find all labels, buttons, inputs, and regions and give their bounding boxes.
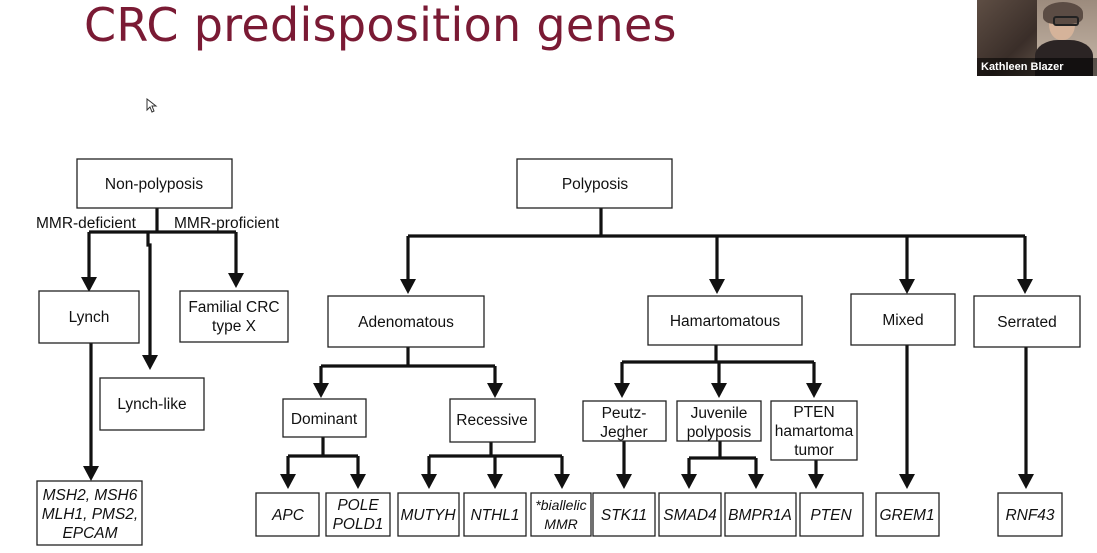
node-polyposis: Polyposis [516,158,673,209]
node-mixed: Mixed [850,293,956,346]
svg-text:Lynch-like: Lynch-like [117,396,186,413]
mouse-pointer-icon [146,98,158,113]
node-familial-crc-type-x: Familial CRC type X [179,290,289,343]
svg-text:Peutz-: Peutz- [602,405,647,422]
node-peutz-jegher: Peutz- Jegher [582,400,667,442]
gene-bmpr1a: BMPR1A [724,492,797,537]
svg-text:RNF43: RNF43 [1005,507,1054,524]
svg-text:PTEN: PTEN [810,507,852,524]
svg-text:type X: type X [212,318,257,335]
gene-pole-pold1: POLE POLD1 [325,492,391,537]
node-hamartomatous: Hamartomatous [647,295,803,346]
node-lynch-genes: MSH2, MSH6 MLH1, PMS2, EPCAM [36,480,143,546]
label-mmr-deficient: MMR-deficient [36,215,137,232]
svg-text:Lynch: Lynch [69,309,110,326]
node-dominant: Dominant [282,398,367,438]
svg-text:Recessive: Recessive [456,412,528,429]
svg-text:Adenomatous: Adenomatous [358,314,454,331]
participant-video-tile[interactable]: Kathleen Blazer [977,0,1097,76]
svg-text:NTHL1: NTHL1 [470,507,519,524]
svg-text:Hamartomatous: Hamartomatous [670,313,781,330]
svg-text:STK11: STK11 [601,507,647,524]
node-lynch-like: Lynch-like [99,377,205,431]
svg-text:hamartoma: hamartoma [775,423,854,440]
svg-text:MLH1, PMS2,: MLH1, PMS2, [42,506,138,523]
gene-pten: PTEN [799,492,864,537]
participant-glasses [1053,16,1079,26]
node-juvenile-polyposis: Juvenile polyposis [676,400,762,442]
svg-text:PTEN: PTEN [793,404,834,421]
label-mmr-proficient: MMR-proficient [174,215,280,232]
svg-text:tumor: tumor [794,442,834,459]
node-non-polyposis: Non-polyposis [76,158,233,209]
node-serrated: Serrated [973,295,1081,348]
svg-text:Polyposis: Polyposis [562,176,629,193]
svg-text:POLE: POLE [337,497,379,514]
node-lynch: Lynch [38,290,140,344]
node-pten-hamartoma-tumor: PTEN hamartoma tumor [770,400,858,461]
svg-text:Jegher: Jegher [600,424,647,441]
gene-mutyh: MUTYH [397,492,460,537]
svg-text:Serrated: Serrated [997,314,1056,331]
svg-text:GREM1: GREM1 [879,507,934,524]
slide-title: CRC predisposition genes [84,0,677,52]
participant-name: Kathleen Blazer [977,58,1097,76]
svg-text:MMR: MMR [544,516,577,532]
svg-text:Non-polyposis: Non-polyposis [105,176,203,193]
gene-smad4: SMAD4 [658,492,722,537]
gene-stk11: STK11 [592,492,656,537]
svg-text:BMPR1A: BMPR1A [728,507,792,524]
gene-biallelic-mmr: *biallelic MMR [530,492,592,537]
svg-text:Juvenile: Juvenile [691,405,748,422]
svg-text:Dominant: Dominant [291,411,358,428]
svg-text:EPCAM: EPCAM [62,525,117,542]
gene-apc: APC [255,492,320,537]
svg-text:MUTYH: MUTYH [400,507,456,524]
svg-text:POLD1: POLD1 [333,516,384,533]
svg-text:Mixed: Mixed [882,312,923,329]
gene-rnf43: RNF43 [997,492,1063,537]
node-recessive: Recessive [449,398,536,443]
gene-nthl1: NTHL1 [463,492,527,537]
svg-text:*biallelic: *biallelic [535,497,586,513]
svg-text:polyposis: polyposis [687,424,752,441]
gene-grem1: GREM1 [875,492,940,537]
arrowheads [81,273,1034,489]
node-adenomatous: Adenomatous [327,295,485,348]
svg-text:SMAD4: SMAD4 [663,507,717,524]
svg-text:APC: APC [271,507,305,524]
svg-text:Familial CRC: Familial CRC [188,299,279,316]
svg-text:MSH2, MSH6: MSH2, MSH6 [43,487,138,504]
